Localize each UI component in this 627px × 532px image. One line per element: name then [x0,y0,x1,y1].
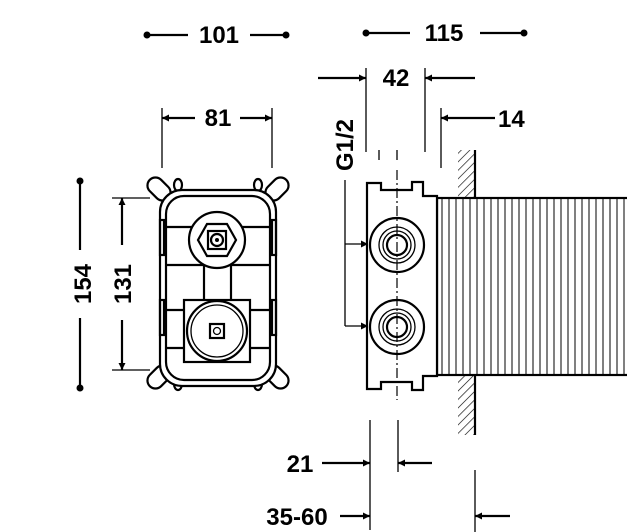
thread-body [435,196,627,377]
dimension-35-60: 35-60 [266,470,510,532]
dimension-81: 81 [161,105,273,168]
dimension-42: 42 [318,65,475,152]
dimension-131: 131 [110,197,150,371]
dimension-label: 115 [425,20,464,47]
thread-label: G1/2 [332,119,359,171]
thread-callout: G1/2 [332,119,368,330]
front-view [146,176,290,392]
dimension-14: 14 [440,106,525,168]
dimension-label: 21 [287,451,314,478]
hex-nut-icon [196,222,238,258]
dimension-label: 101 [199,22,239,49]
dimension-115: 115 [362,20,528,47]
dimension-label: 35-60 [266,504,327,531]
dimension-label: 81 [205,105,232,132]
dimension-label: 42 [383,65,410,92]
side-view [365,150,627,435]
dimension-21: 21 [287,420,432,530]
dimension-101: 101 [143,22,290,49]
dimension-154: 154 [70,177,97,392]
dimension-label: 154 [70,263,97,304]
dimension-label: 14 [498,106,525,133]
dimension-label: 131 [110,264,137,304]
